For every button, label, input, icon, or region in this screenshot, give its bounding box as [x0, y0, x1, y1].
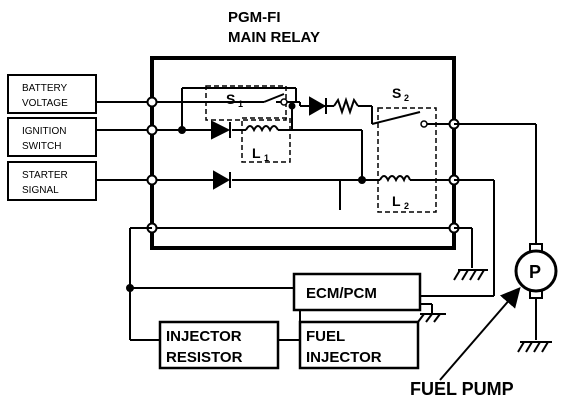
- fuel-pump-motor: P: [514, 243, 558, 299]
- battery-label-2: VOLTAGE: [22, 98, 68, 109]
- ecm-pcm-label: ECM/PCM: [306, 285, 377, 302]
- ground-symbol-relay: [453, 269, 488, 281]
- coil-l1: L 1: [241, 117, 291, 163]
- starter-label-1: STARTER: [22, 170, 68, 181]
- l1-letter: L: [252, 145, 261, 161]
- resistor-symbol: [333, 96, 359, 116]
- l1-sub: 1: [264, 153, 269, 163]
- starter-label-2: SIGNAL: [22, 185, 59, 196]
- pump-symbol: P: [529, 262, 541, 282]
- l2-sub: 2: [404, 201, 409, 211]
- fuel-pump-arrow: [439, 286, 521, 381]
- fuel-pump-label: FUEL PUMP: [410, 379, 514, 399]
- s2-sub: 2: [404, 93, 409, 103]
- injector-resistor-label-1: INJECTOR: [166, 328, 242, 345]
- ignition-switch-box: IGNITION SWITCH: [7, 117, 97, 157]
- main-relay-box: [150, 56, 456, 250]
- ecm-pcm-box: ECM/PCM: [292, 272, 422, 312]
- s1-sub: 1: [238, 99, 243, 109]
- fuel-injector-label-1: FUEL: [306, 328, 345, 345]
- diagram-title-line1: PGM-FI: [228, 9, 281, 26]
- diagram-title-line2: MAIN RELAY: [228, 29, 320, 46]
- injector-resistor-box: INJECTOR RESISTOR: [158, 320, 280, 370]
- l2-letter: L: [392, 193, 401, 209]
- ignition-label-1: IGNITION: [22, 126, 66, 137]
- starter-signal-box: STARTER SIGNAL: [7, 161, 97, 201]
- ground-symbol-pump: [517, 341, 552, 353]
- switch-s1: S 1: [205, 85, 288, 121]
- ground-symbol-ecm: [417, 303, 446, 323]
- injector-resistor-label-2: RESISTOR: [166, 349, 243, 366]
- s1-letter: S: [226, 91, 235, 107]
- junction-dots: [146, 96, 460, 234]
- ignition-label-2: SWITCH: [22, 141, 61, 152]
- battery-label-1: BATTERY: [22, 83, 68, 94]
- left-junction-dot: [126, 284, 134, 292]
- switch-s2: S 2: [371, 85, 437, 213]
- external-wiring: [129, 123, 537, 341]
- battery-voltage-box: BATTERY VOLTAGE: [7, 74, 97, 114]
- s2-letter: S: [392, 85, 401, 101]
- diodes: [211, 96, 327, 190]
- fuel-injector-label-2: INJECTOR: [306, 349, 382, 366]
- input-wires: [96, 101, 152, 181]
- fuel-injector-box: FUEL INJECTOR: [298, 320, 420, 370]
- coil-l2: L 2: [379, 175, 411, 211]
